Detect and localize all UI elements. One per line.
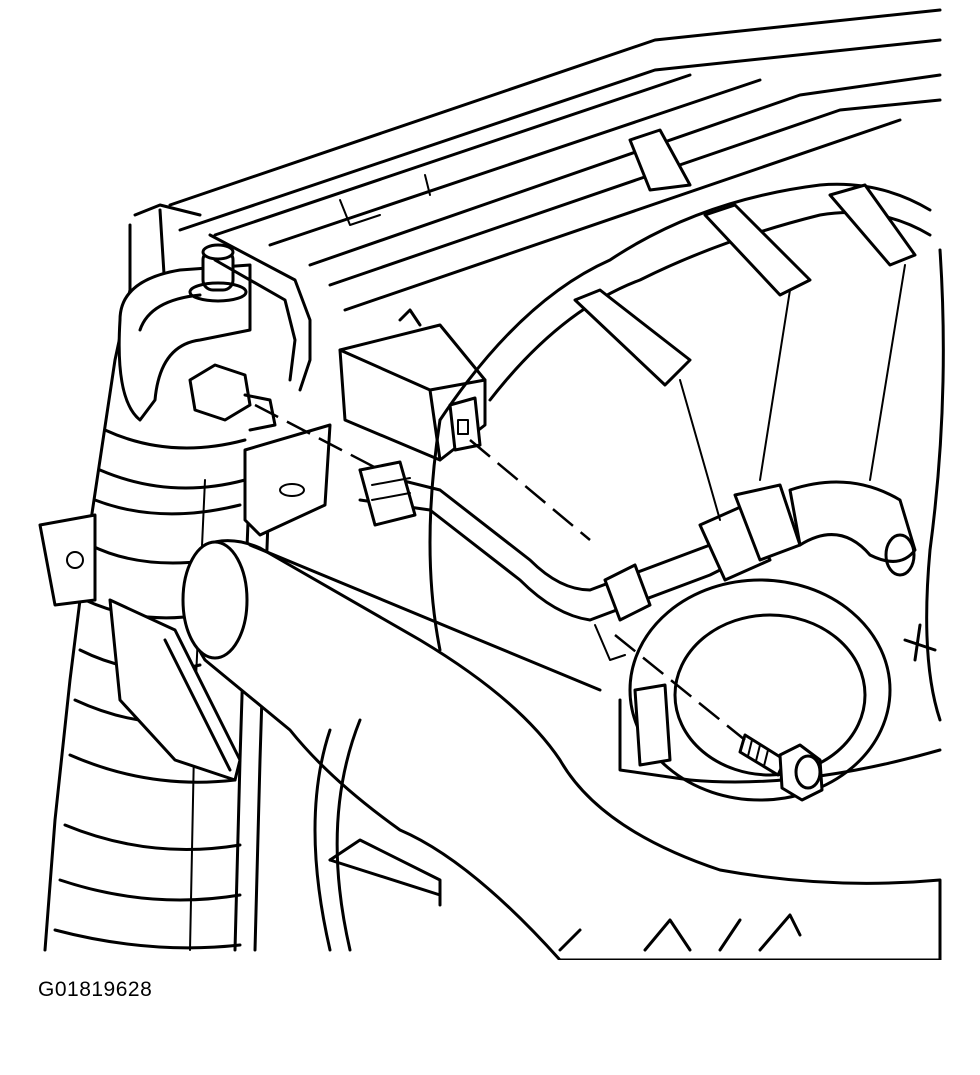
figure-id-label: G01819628 (38, 978, 153, 1001)
lower-details (313, 623, 937, 952)
radiator-filler-neck (188, 243, 248, 303)
cooler-line (358, 460, 917, 622)
hose-fitting-nut (188, 233, 332, 537)
upper-radiator-hose (181, 539, 942, 960)
fan-hub (618, 578, 942, 802)
mounting-bolt (738, 733, 824, 802)
alignment-lines (254, 403, 746, 741)
radiator-hose-diagram (38, 8, 945, 960)
radiator-tank (38, 208, 272, 952)
radiator-support-frame (133, 8, 942, 312)
fan-shroud (428, 182, 945, 722)
